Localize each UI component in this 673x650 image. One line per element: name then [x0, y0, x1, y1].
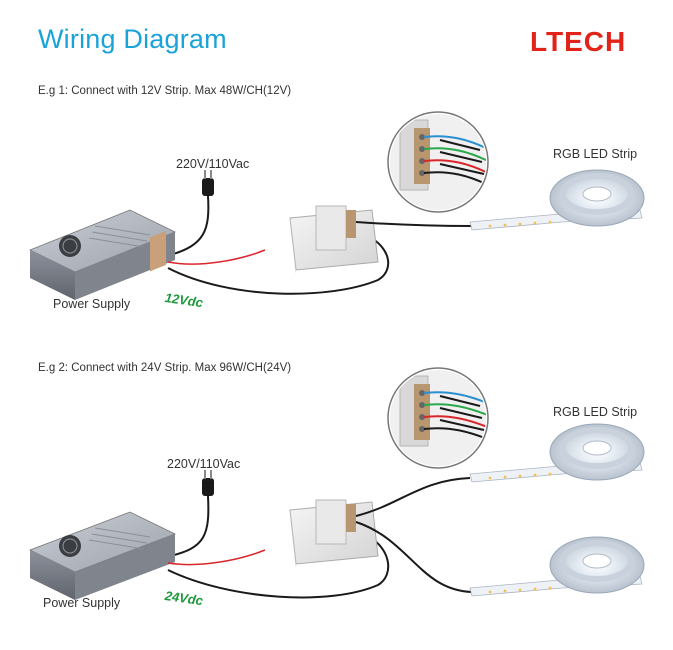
plug-icon [202, 470, 214, 496]
example-1-caption: E.g 1: Connect with 12V Strip. Max 48W/C… [38, 85, 292, 97]
example-2-drawing [28, 367, 645, 600]
led-strip-icon [469, 423, 645, 483]
power-supply-icon [29, 209, 176, 300]
power-supply-icon [28, 511, 177, 600]
brand-logo: LTECH [530, 26, 627, 57]
controller-panel-icon [289, 499, 379, 568]
zoom-detail-icon [387, 367, 489, 469]
led-strip-icon [469, 169, 645, 231]
example-1-strip-label: RGB LED Strip [553, 147, 638, 161]
plug-icon [202, 170, 214, 196]
controller-panel-icon [289, 205, 379, 274]
example-2-power-supply-label: Power Supply [43, 596, 121, 610]
example-2-strip-label: RGB LED Strip [553, 405, 638, 419]
example-1-drawing [29, 111, 645, 300]
example-1-mains-label: 220V/110Vac [176, 157, 250, 171]
zoom-detail-icon [387, 111, 489, 213]
example-2-mains-label: 220V/110Vac [167, 457, 241, 471]
page-title: Wiring Diagram [38, 24, 227, 54]
example-2-caption: E.g 2: Connect with 24V Strip. Max 96W/C… [38, 362, 292, 374]
led-strip-icon [469, 536, 645, 597]
example-1-power-supply-label: Power Supply [53, 297, 131, 311]
